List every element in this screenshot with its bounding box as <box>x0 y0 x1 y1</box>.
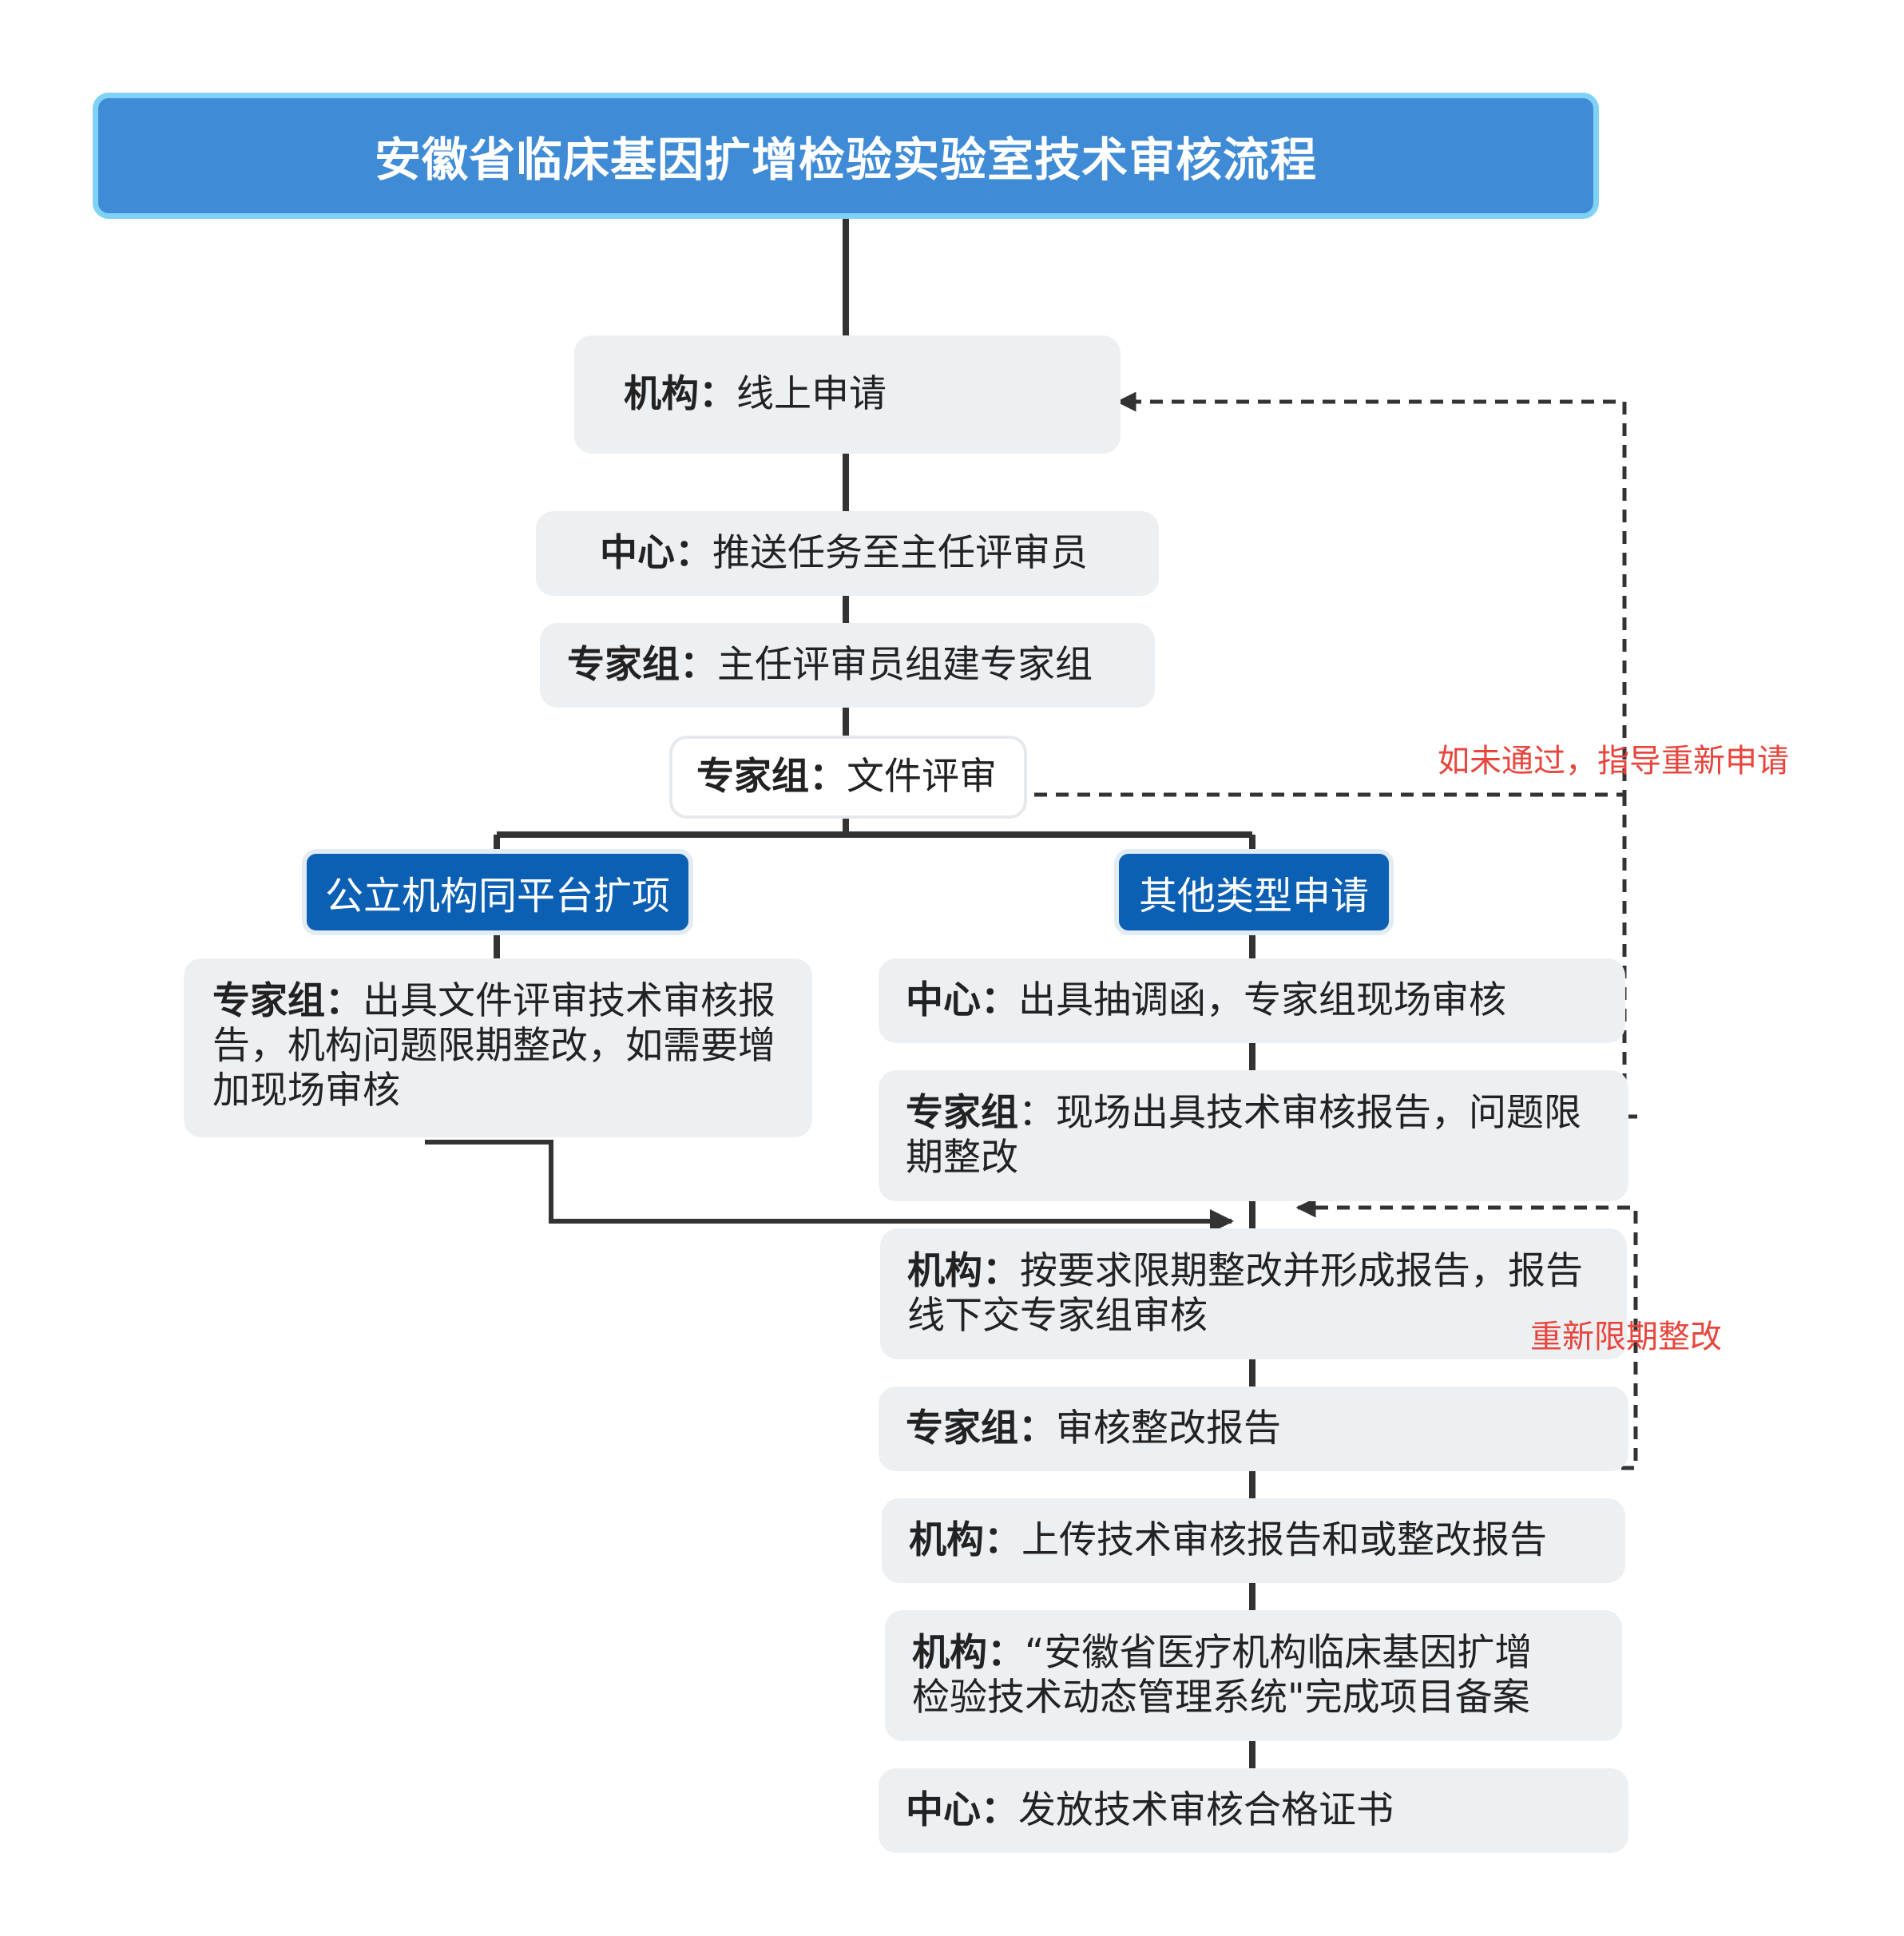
step-role: 中心： <box>600 531 712 575</box>
step-role: 机构： <box>912 1631 1025 1675</box>
note-reapply: 如未通过，指导重新申请 <box>1438 743 1789 780</box>
step-role: 中心： <box>906 978 1018 1022</box>
step-text-line3: 加现场审核 <box>212 1069 400 1113</box>
step-text-line1: 出具文件评审技术审核报 <box>363 979 775 1023</box>
step-text-line1: ：现场出具技术审核报告，问题限 <box>1018 1091 1581 1135</box>
step-text-line2: 告，机构问题限期整改，如需要增 <box>212 1024 775 1068</box>
step-role: 机构： <box>907 1249 1020 1293</box>
step-role: 中心： <box>906 1788 1018 1832</box>
right-step-rectification: 机构：按要求限期整改并形成报告，报告 线下交专家组审核 <box>880 1228 1627 1359</box>
step-text-line2: 期整改 <box>906 1136 1018 1180</box>
step-role: 专家组： <box>906 1406 1056 1450</box>
step-role: 专家组： <box>696 755 847 799</box>
branch-public-institution: 公立机构同平台扩项 <box>302 849 693 935</box>
step-text-line2: 线下交专家组审核 <box>907 1294 1208 1338</box>
page-title: 安徽省临床基因扩增检验实验室技术审核流程 <box>93 93 1599 219</box>
right-step-issue-certificate: 中心：发放技术审核合格证书 <box>879 1768 1628 1853</box>
step-text: 线上申请 <box>736 372 887 416</box>
step-role: 专家组： <box>212 979 363 1023</box>
step-text: 审核整改报告 <box>1056 1406 1281 1450</box>
step-role: 专家组 <box>906 1091 1018 1135</box>
left-step-document-report: 专家组：出具文件评审技术审核报 告，机构问题限期整改，如需要增 加现场审核 <box>184 958 812 1137</box>
step-text-line2: 检验技术动态管理系统"完成项目备案 <box>912 1676 1530 1720</box>
onsite-return-dashed-line <box>1622 795 1637 1119</box>
step-text-line1: 按要求限期整改并形成报告，报告 <box>1020 1249 1583 1293</box>
step-text: 发放技术审核合格证书 <box>1018 1788 1394 1832</box>
step-text-line1: “安徽省医疗机构临床基因扩增 <box>1025 1631 1533 1675</box>
step-role: 专家组： <box>567 643 717 687</box>
right-step-onsite-review: 中心：出具抽调函，专家组现场审核 <box>879 958 1625 1043</box>
step-text: 推送任务至主任评审员 <box>712 531 1088 575</box>
step-text: 上传技术审核报告和或整改报告 <box>1021 1518 1547 1562</box>
step-text: 主任评审员组建专家组 <box>717 643 1093 687</box>
step-text: 出具抽调函，专家组现场审核 <box>1018 978 1506 1022</box>
step-document-review: 专家组：文件评审 <box>669 736 1027 819</box>
step-role: 机构： <box>624 372 736 416</box>
step-push-task: 中心：推送任务至主任评审员 <box>536 511 1159 596</box>
left-to-rectify-arrow <box>425 1140 1234 1233</box>
branch-other-applications: 其他类型申请 <box>1114 849 1394 935</box>
step-role: 机构： <box>909 1518 1021 1562</box>
right-step-review-rectification: 专家组：审核整改报告 <box>879 1387 1628 1471</box>
note-rectify-again: 重新限期整改 <box>1530 1319 1722 1355</box>
step-text: 文件评审 <box>847 755 997 799</box>
step-apply-online: 机构：线上申请 <box>574 335 1121 454</box>
step-form-expert-group: 专家组：主任评审员组建专家组 <box>540 623 1155 708</box>
right-step-onsite-report: 专家组：现场出具技术审核报告，问题限 期整改 <box>879 1070 1628 1201</box>
right-step-upload-report: 机构：上传技术审核报告和或整改报告 <box>882 1498 1625 1583</box>
reapply-dashed-line <box>1034 391 1627 797</box>
right-step-system-filing: 机构：“安徽省医疗机构临床基因扩增 检验技术动态管理系统"完成项目备案 <box>885 1610 1622 1741</box>
